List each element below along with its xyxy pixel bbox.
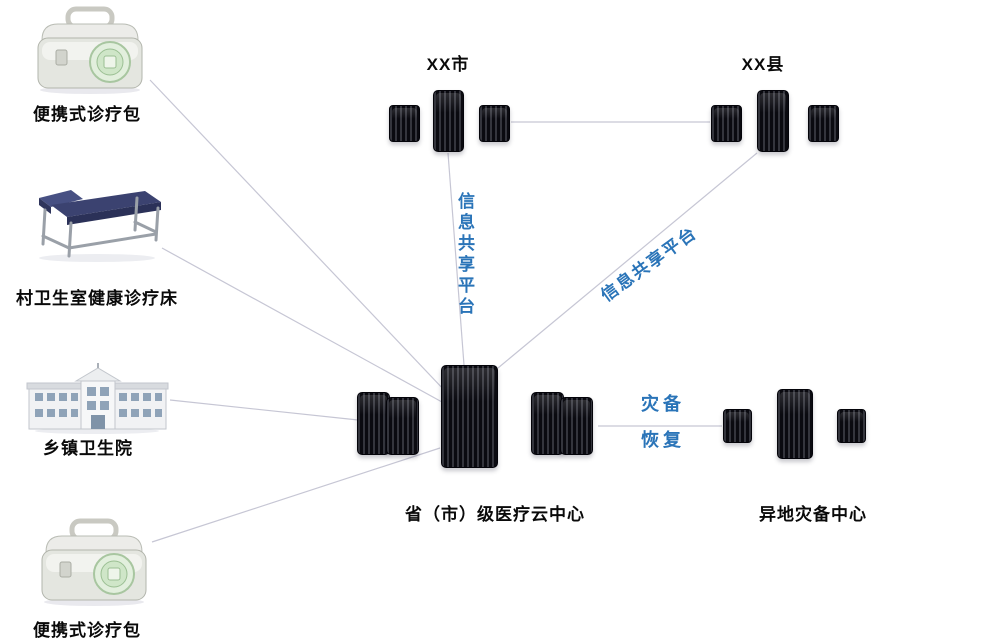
server-tower-icon bbox=[441, 365, 498, 468]
server-tower-icon bbox=[711, 105, 742, 142]
exam-bed-image bbox=[39, 190, 161, 262]
info-platform-diagonal-label: 信息共享平台 bbox=[597, 222, 701, 306]
connector-line bbox=[161, 247, 443, 403]
county-cluster-label: XX县 bbox=[741, 55, 785, 74]
dr-link-label-top: 灾备 bbox=[641, 394, 685, 414]
server-tower-icon bbox=[837, 409, 866, 443]
connector-line bbox=[169, 399, 359, 421]
township-hospital-node bbox=[25, 363, 170, 440]
server-tower-icon bbox=[386, 397, 419, 455]
server-tower-icon bbox=[479, 105, 510, 142]
dr-link-label-bottom: 恢复 bbox=[641, 430, 685, 450]
portable-kit-image bbox=[37, 6, 143, 94]
server-tower-icon bbox=[757, 90, 789, 152]
server-tower-icon bbox=[808, 105, 839, 142]
portable-kit-top-label: 便携式诊疗包 bbox=[33, 105, 141, 124]
server-tower-icon bbox=[389, 105, 420, 142]
server-tower-icon bbox=[560, 397, 593, 455]
village-exam-bed-label: 村卫生室健康诊疗床 bbox=[16, 289, 178, 308]
connector-line bbox=[151, 447, 441, 543]
township-hospital-label: 乡镇卫生院 bbox=[43, 439, 133, 458]
hospital-building-image bbox=[26, 363, 169, 434]
server-tower-icon bbox=[777, 389, 813, 459]
dr-center-label: 异地灾备中心 bbox=[759, 505, 867, 524]
portable-kit-image bbox=[41, 518, 147, 606]
cloud-center-label: 省（市）级医疗云中心 bbox=[405, 505, 585, 524]
server-tower-icon bbox=[357, 392, 390, 455]
server-tower-icon bbox=[723, 409, 752, 443]
server-tower-icon bbox=[531, 392, 564, 455]
portable-kit-bottom-label: 便携式诊疗包 bbox=[33, 621, 141, 640]
village-exam-bed-node bbox=[25, 178, 165, 269]
server-tower-icon bbox=[433, 90, 464, 152]
portable-kit-bottom-node bbox=[32, 516, 157, 615]
info-platform-vertical-label: 信息共享平台 bbox=[455, 192, 474, 318]
portable-kit-top-node bbox=[28, 6, 153, 101]
city-cluster-label: XX市 bbox=[426, 55, 470, 74]
